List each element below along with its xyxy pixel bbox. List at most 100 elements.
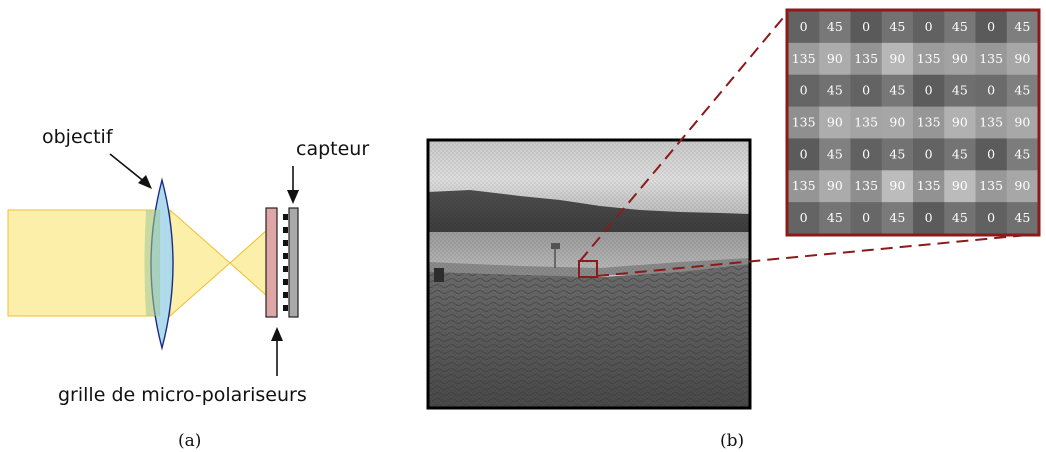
mosaic-cell xyxy=(788,106,820,139)
converging-light-cone xyxy=(169,208,231,318)
mosaic-cell-angle: 45 xyxy=(889,83,905,98)
mosaic-cell xyxy=(881,42,914,76)
mosaic-cell-angle: 0 xyxy=(800,210,808,225)
mosaic-cell-angle: 90 xyxy=(889,51,905,66)
mosaic-cell xyxy=(944,106,976,139)
mosaic-cell xyxy=(881,106,914,139)
mosaic-cell-angle: 90 xyxy=(1014,178,1030,193)
mosaic-cell-angle: 90 xyxy=(952,115,968,130)
mosaic-cell xyxy=(975,106,1008,139)
mosaic-cell-angle: 135 xyxy=(792,178,816,193)
mosaic-cell-angle: 135 xyxy=(917,115,941,130)
mosaic-cell xyxy=(975,170,1008,203)
mosaic-cell xyxy=(944,138,976,171)
mosaic-cell xyxy=(1006,106,1039,139)
mosaic-cell-angle: 0 xyxy=(800,83,808,98)
mosaic-cell xyxy=(913,74,945,108)
photo-frame xyxy=(426,138,752,410)
mosaic-cell-angle: 0 xyxy=(925,19,933,34)
mosaic-cell-angle: 45 xyxy=(952,210,968,225)
mosaic-cell xyxy=(975,74,1008,108)
zoomed-polarizer-mosaic: 0 45 0 45 0 45 0 45 135 90 135 90 135 90 135 90 0 45 0 45 0 4… xyxy=(788,11,1039,235)
mosaic-cell xyxy=(1006,74,1039,108)
mosaic-cell xyxy=(819,106,851,139)
mosaic-cell xyxy=(788,170,820,203)
mosaic-cell-angle: 135 xyxy=(854,51,878,66)
mosaic-cell-angle: 0 xyxy=(862,146,870,161)
mosaic-cell-angle: 0 xyxy=(800,19,808,34)
mosaic-cell-angle: 90 xyxy=(889,178,905,193)
mosaic-cell-angle: 0 xyxy=(925,146,933,161)
mosaic-cell-angle: 45 xyxy=(827,210,843,225)
mosaic-cell xyxy=(913,170,945,203)
mosaic-cell-angle: 45 xyxy=(827,146,843,161)
incoming-light-beam xyxy=(7,209,161,317)
mosaic-cell xyxy=(1006,202,1039,235)
mosaic-cell xyxy=(819,11,851,44)
lens-label-arrow xyxy=(109,153,147,184)
mosaic-cell xyxy=(850,74,883,108)
mosaic-cell-angle: 0 xyxy=(987,210,995,225)
mosaic-cell-angle: 90 xyxy=(889,115,905,130)
mosaic-cell-angle: 90 xyxy=(952,178,968,193)
mosaic-cell xyxy=(913,106,945,139)
mosaic-cell xyxy=(881,74,914,108)
mosaic-cell xyxy=(881,11,914,44)
mosaic-cell xyxy=(975,42,1008,76)
zoom-selection xyxy=(578,260,598,278)
mosaic-cell-angle: 45 xyxy=(1014,19,1030,34)
mosaic-cell-angle: 90 xyxy=(1014,115,1030,130)
mosaic-cell-angle: 135 xyxy=(792,115,816,130)
grid-label: grille de micro-polariseurs xyxy=(58,384,307,406)
grid-arrow-head xyxy=(271,327,283,341)
mosaic-cell-angle: 0 xyxy=(925,210,933,225)
diverging-light-cone xyxy=(229,228,268,298)
mosaic-cell xyxy=(819,202,851,235)
optical-setup-panel: objectif capteur grille de micro-polaris… xyxy=(7,126,369,451)
zoom-connector-bottom xyxy=(596,233,1039,277)
micro-polarizer-elements xyxy=(283,214,288,311)
mosaic-cell xyxy=(850,138,883,171)
landscape-photo xyxy=(428,140,750,408)
mosaic-cell-angle: 90 xyxy=(827,115,843,130)
mosaic-cell xyxy=(788,74,820,108)
mosaic-cell xyxy=(975,138,1008,171)
mosaic-cell xyxy=(1006,42,1039,76)
mosaic-cell-angle: 0 xyxy=(925,83,933,98)
sensor-arrow-head xyxy=(287,190,299,204)
mosaic-cell-angle: 0 xyxy=(987,146,995,161)
mosaic-cell xyxy=(850,42,883,76)
mosaic-cell-angle: 90 xyxy=(827,178,843,193)
mosaic-cell xyxy=(881,138,914,171)
mosaic-cell xyxy=(975,11,1008,44)
mosaic-cell-angle: 45 xyxy=(889,146,905,161)
caption-b: (b) xyxy=(720,431,744,451)
mosaic-cell xyxy=(944,170,976,203)
mosaic-cell xyxy=(819,74,851,108)
mosaic-cell-angle: 0 xyxy=(862,19,870,34)
mosaic-cell-angle: 135 xyxy=(792,51,816,66)
mosaic-cell xyxy=(788,138,820,171)
mosaic-cell-angle: 45 xyxy=(889,19,905,34)
mosaic-cell xyxy=(913,11,945,44)
mosaic-cell xyxy=(788,42,820,76)
mosaic-cell-angle: 135 xyxy=(917,51,941,66)
mosaic-cell xyxy=(819,170,851,203)
mosaic-cell xyxy=(881,202,914,235)
micro-polarizer-grid xyxy=(265,207,278,318)
mosaic-cell-angle: 45 xyxy=(889,210,905,225)
mosaic-cell xyxy=(975,202,1008,235)
mosaic-cell-angle: 90 xyxy=(952,51,968,66)
mosaic-cell-angle: 90 xyxy=(1014,51,1030,66)
mosaic-cell xyxy=(913,42,945,76)
mosaic-cell xyxy=(819,42,851,76)
mosaic-overlay xyxy=(428,140,750,408)
zoom-frame xyxy=(785,8,1041,237)
mosaic-cell-angle: 0 xyxy=(800,146,808,161)
mosaic-cell-angle: 45 xyxy=(827,19,843,34)
sensor xyxy=(288,207,299,318)
mosaic-cell xyxy=(944,11,976,44)
mosaic-cell-angle: 135 xyxy=(979,178,1003,193)
mosaic-cell-angle: 0 xyxy=(987,19,995,34)
